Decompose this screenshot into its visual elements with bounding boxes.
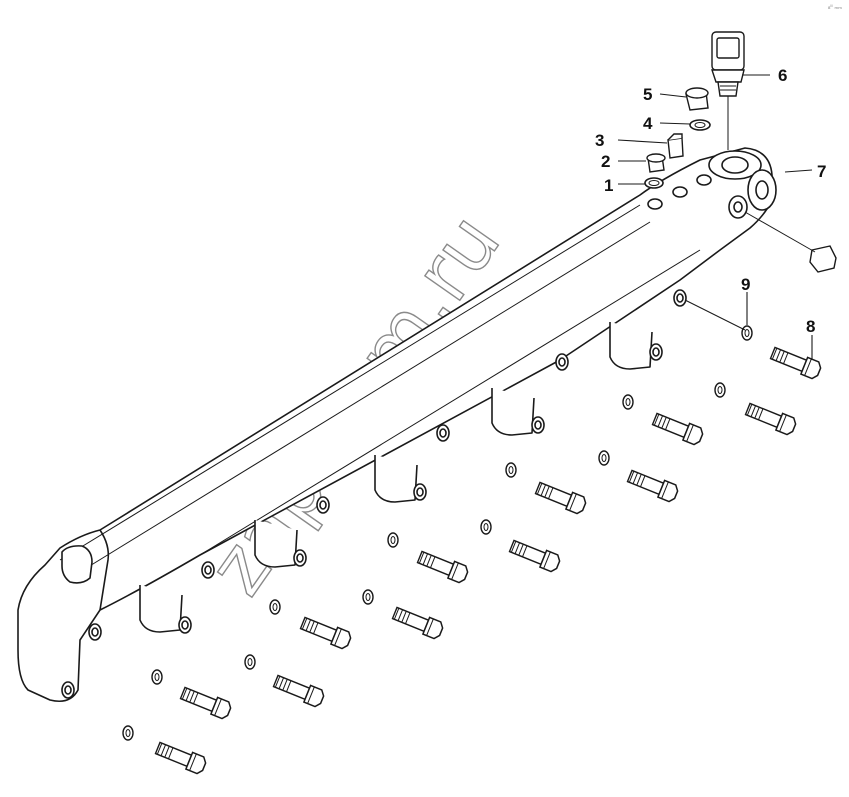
part-2-plug [646,153,666,173]
part-1-washer [644,177,664,189]
part-4-washer [689,119,711,131]
part-6-pressure-sensor [711,31,745,150]
callout-3: 3 [595,131,604,150]
callout-9: 9 [741,275,750,294]
callout-1: 1 [604,176,613,195]
part-9-washer [741,325,753,341]
part-8-bolt [768,343,824,381]
callout-7: 7 [817,162,826,181]
part-3-plug [667,133,684,159]
part-5-plug [685,87,709,111]
part-7-end-plug [744,211,837,273]
leader-lines [617,74,813,360]
corner-mark: ₈ᴵᴵ ₘₘ [828,4,842,11]
callout-6: 6 [778,66,787,85]
fuel-rail-body [17,147,777,703]
callout-4: 4 [643,114,653,133]
callout-8: 8 [806,317,815,336]
callout-2: 2 [601,152,610,171]
callout-5: 5 [643,85,652,104]
